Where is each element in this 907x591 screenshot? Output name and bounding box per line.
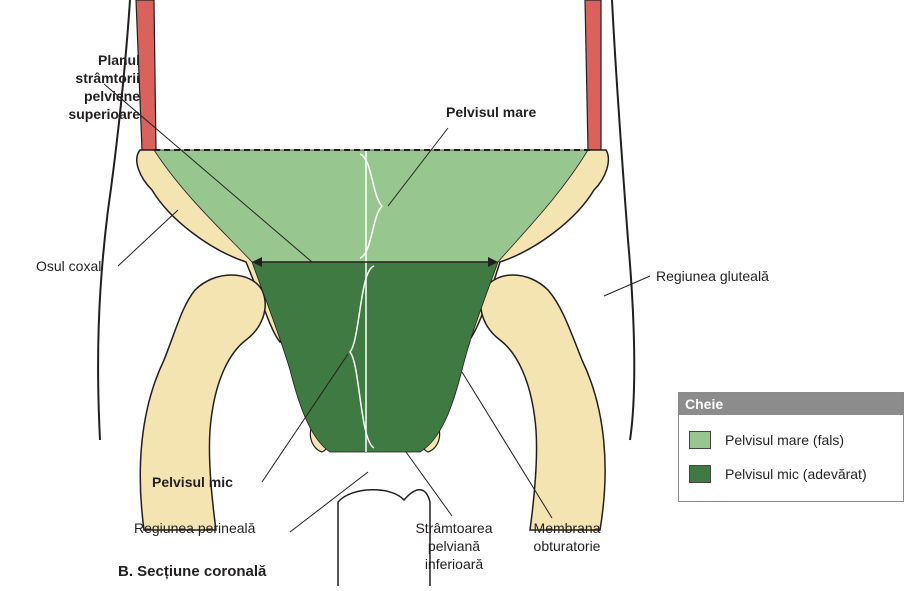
leader-hip-bone [118, 210, 178, 266]
legend-title: Cheie [679, 393, 903, 415]
right-psoas-muscle [585, 0, 601, 150]
figure-caption: B. Secțiune coronală [118, 564, 266, 580]
leader-perineal [290, 472, 368, 532]
legend-label: Pelvisul mic (adevărat) [725, 466, 867, 482]
legend: Cheie Pelvisul mare (fals) Pelvisul mic … [678, 392, 904, 502]
lesser-pelvis-label: Pelvisul mic [152, 474, 233, 490]
obturator-label-line-2: obturatorie [522, 538, 612, 554]
plane-label-line-1: Planul [40, 52, 140, 68]
outlet-label-line-2: pelviană [404, 538, 504, 554]
greater-pelvis-label: Pelvisul mare [446, 104, 536, 120]
outlet-label-line-3: inferioară [404, 556, 504, 572]
plane-label-line-2: strâmtorii [40, 70, 140, 86]
plane-label-line-4: superioare [40, 106, 140, 122]
outlet-label-line-1: Strâmtoarea [404, 520, 504, 536]
caption-text: Secțiune coronală [137, 563, 266, 580]
right-body-outline [612, 0, 634, 440]
legend-swatch-dark-green [689, 465, 711, 483]
leader-gluteal [604, 276, 650, 296]
obturator-label-line-1: Membrana [522, 520, 612, 536]
plane-label-line-3: pelviene [40, 88, 140, 104]
lesser-pelvis-region [252, 262, 498, 452]
legend-label: Pelvisul mare (fals) [725, 432, 844, 448]
right-femur [481, 275, 605, 530]
legend-swatch-light-green [689, 431, 711, 449]
leader-outlet [406, 452, 452, 516]
gluteal-region-label: Regiunea gluteală [656, 268, 769, 284]
caption-letter: B. [118, 563, 133, 580]
left-femur [140, 275, 265, 530]
hip-bone-label: Osul coxal [36, 258, 101, 274]
perineal-region-label: Regiunea perineală [134, 520, 255, 536]
